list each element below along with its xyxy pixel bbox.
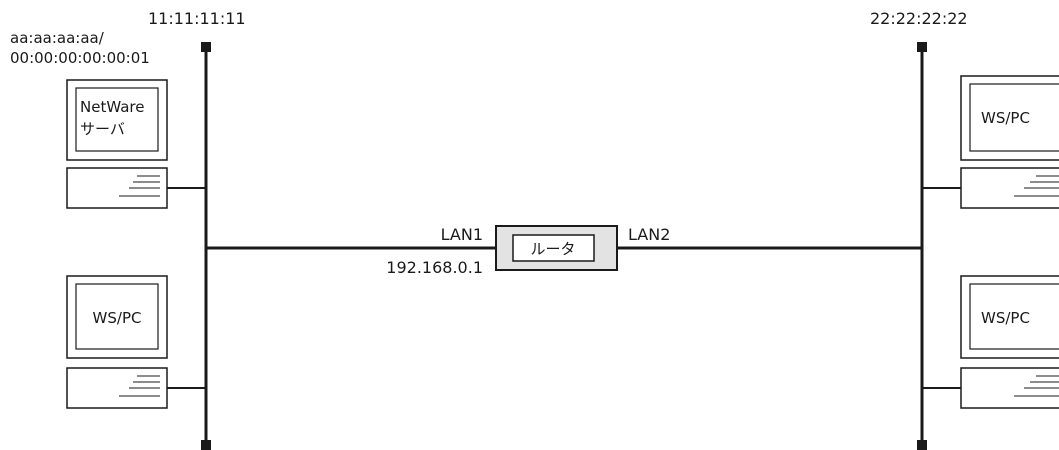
right-bus-top-terminator bbox=[917, 42, 927, 52]
right-bottom-ws-label: WS/PC bbox=[981, 309, 1030, 327]
lan1-ip-label: 192.168.0.1 bbox=[386, 258, 483, 277]
left-network-label: 11:11:11:11 bbox=[148, 9, 246, 28]
server-address-line1: aa:aa:aa:aa/ bbox=[10, 29, 105, 47]
server-screen bbox=[75, 87, 159, 152]
right-workstation-bottom: WS/PC bbox=[922, 275, 1059, 409]
server-label-line2: サーバ bbox=[80, 120, 125, 138]
right-segment bbox=[917, 42, 927, 450]
lan2-label: LAN2 bbox=[628, 225, 670, 244]
left-bus-bottom-terminator bbox=[201, 440, 211, 450]
lan1-label: LAN1 bbox=[441, 225, 483, 244]
left-ws-label: WS/PC bbox=[93, 309, 142, 327]
router-label: ルータ bbox=[530, 240, 575, 258]
right-top-ws-label: WS/PC bbox=[981, 109, 1030, 127]
left-bus-top-terminator bbox=[201, 42, 211, 52]
server-label-line1: NetWare bbox=[80, 98, 144, 116]
server-address-line2: 00:00:00:00:00:01 bbox=[10, 49, 150, 67]
netware-server: NetWare サーバ bbox=[66, 79, 206, 209]
right-workstation-top: WS/PC bbox=[922, 75, 1059, 209]
right-bus-bottom-terminator bbox=[917, 440, 927, 450]
left-workstation: WS/PC bbox=[66, 275, 206, 409]
left-segment bbox=[201, 42, 211, 450]
right-network-label: 22:22:22:22 bbox=[870, 9, 968, 28]
right-top-ws-screen bbox=[969, 83, 1059, 152]
router: ルータ bbox=[495, 225, 618, 271]
left-ws-screen bbox=[75, 283, 159, 350]
right-bottom-ws-screen bbox=[969, 283, 1059, 350]
router-label-box bbox=[512, 234, 595, 262]
